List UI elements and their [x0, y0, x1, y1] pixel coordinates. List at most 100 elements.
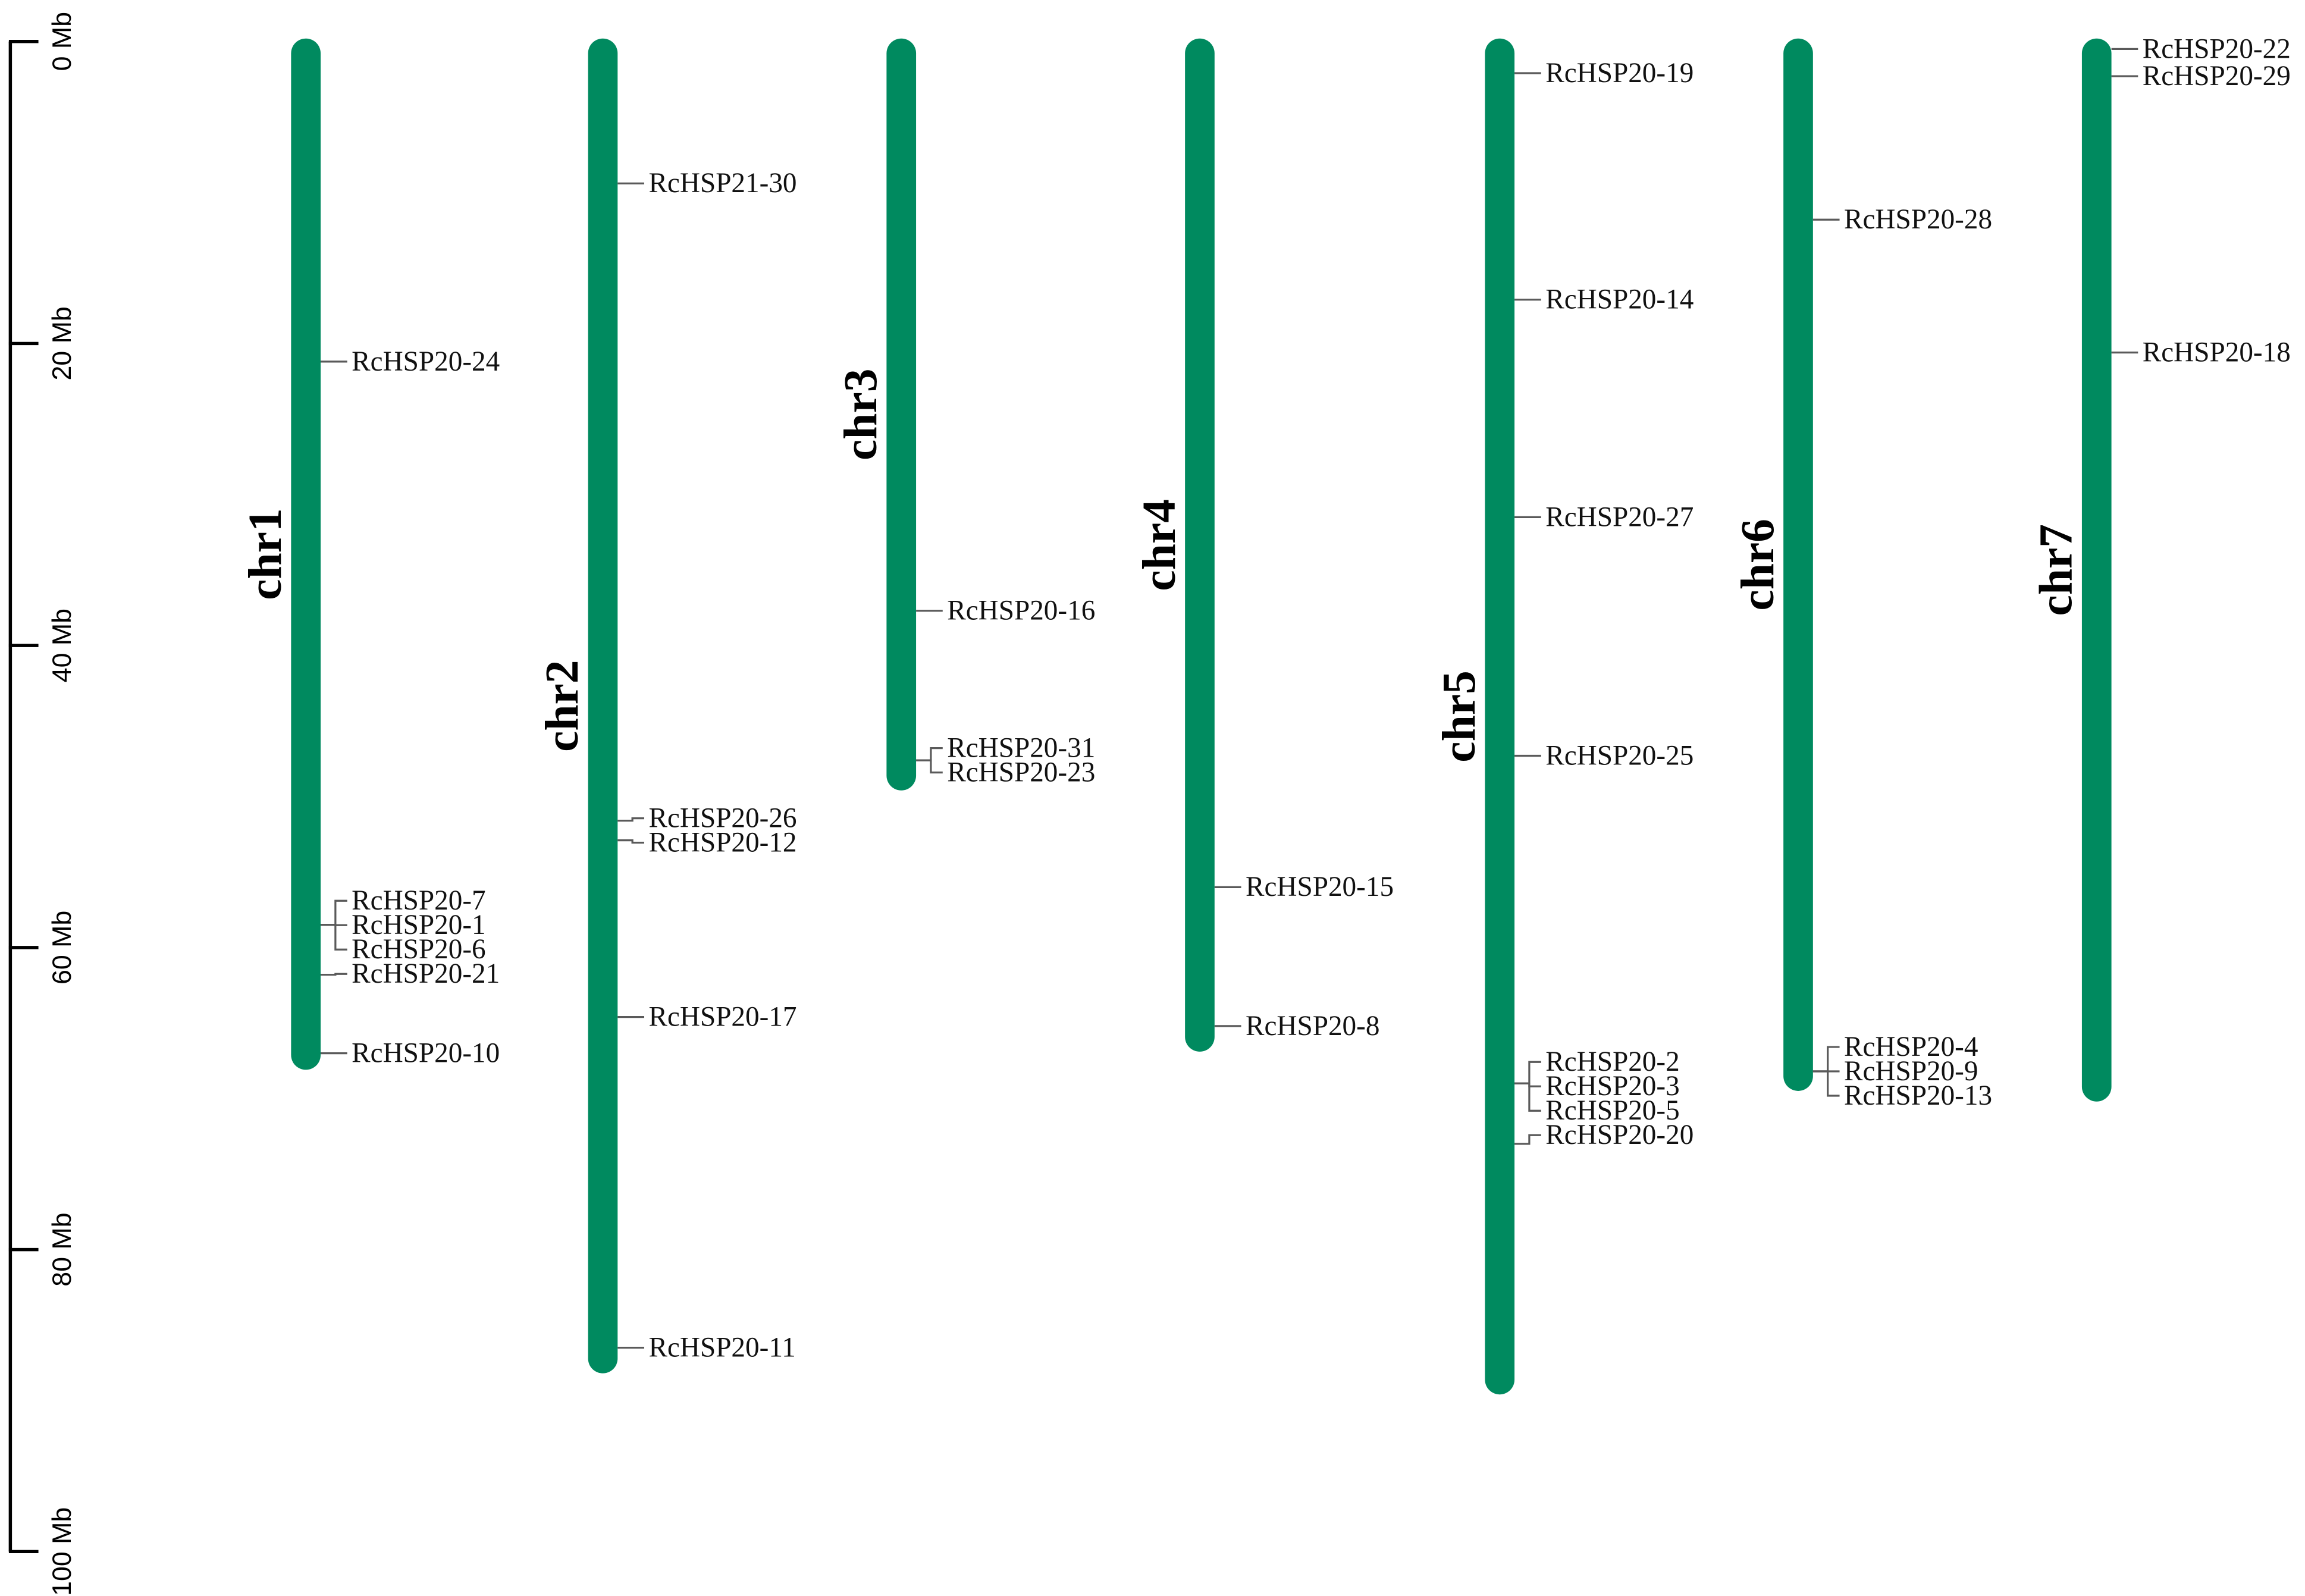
- scale-tick-label: 0 Mb: [48, 12, 77, 71]
- chromosome-bar: [588, 38, 618, 1374]
- gene-connector-line: [1812, 1070, 1840, 1097]
- gene-marker: RcHSP20-26: [617, 803, 797, 834]
- gene-label: RcHSP20-7: [352, 885, 485, 916]
- chromosome-label: chr6: [1732, 519, 1784, 610]
- scale-tick-label: 60 Mb: [48, 911, 77, 984]
- chromosome-bar: [2081, 38, 2112, 1102]
- gene-marker: RcHSP20-3: [1514, 1071, 1680, 1102]
- gene-label: RcHSP20-31: [947, 733, 1095, 764]
- gene-label: RcHSP20-11: [648, 1332, 795, 1363]
- chromosome-chr2: chr2 RcHSP21-30RcHSP20-26RcHSP20-12RcHSP2…: [536, 38, 797, 1374]
- gene-marker: RcHSP20-9: [1812, 1056, 1978, 1087]
- chromosome-bar: [1185, 38, 1215, 1052]
- gene-label: RcHSP20-10: [352, 1037, 500, 1068]
- gene-marker: RcHSP20-8: [1214, 1011, 1379, 1042]
- chromosome-label: chr7: [2030, 524, 2083, 616]
- gene-label: RcHSP20-25: [1545, 740, 1694, 771]
- gene-label: RcHSP20-3: [1545, 1071, 1679, 1102]
- gene-label: RcHSP20-26: [648, 803, 796, 834]
- gene-connector-line: [1812, 1046, 1840, 1073]
- scale-tick-label: 100 Mb: [48, 1507, 77, 1596]
- gene-marker: RcHSP20-6: [321, 924, 486, 965]
- chromosomes: chr1RcHSP20-24RcHSP20-7RcHSP20-1RcHSP20-…: [239, 33, 2291, 1395]
- gene-label: RcHSP20-20: [1545, 1120, 1694, 1150]
- chromosome-chr1: chr1RcHSP20-24RcHSP20-7RcHSP20-1RcHSP20-…: [239, 38, 500, 1070]
- scale-tick-label: 20 Mb: [48, 306, 77, 380]
- chromosome-label: chr2: [536, 660, 588, 751]
- gene-connector-line: [321, 924, 347, 951]
- gene-marker: RcHSP21-30: [617, 168, 797, 199]
- gene-connector-line: [617, 817, 645, 822]
- gene-marker: RcHSP20-29: [2111, 61, 2291, 92]
- gene-label: RcHSP20-13: [1844, 1080, 1992, 1111]
- gene-label: RcHSP20-1: [352, 910, 485, 940]
- chromosome-bar: [291, 38, 321, 1070]
- gene-marker: RcHSP20-31: [916, 733, 1095, 764]
- chromosome-bar: [1485, 38, 1515, 1395]
- gene-marker: RcHSP20-25: [1514, 740, 1694, 771]
- gene-marker: RcHSP20-22: [2111, 33, 2291, 64]
- chromosome-label: chr5: [1433, 670, 1485, 762]
- gene-connector-line: [321, 899, 347, 926]
- gene-label: RcHSP20-12: [648, 827, 796, 858]
- gene-label: RcHSP20-27: [1545, 501, 1694, 532]
- gene-label: RcHSP20-17: [648, 1002, 796, 1033]
- chromosome-label: chr3: [835, 369, 887, 460]
- gene-label: RcHSP20-22: [2143, 33, 2291, 64]
- gene-marker: RcHSP20-16: [916, 595, 1095, 626]
- gene-label: RcHSP20-6: [352, 934, 485, 965]
- scale-tick-label: 80 Mb: [48, 1212, 77, 1286]
- gene-marker: RcHSP20-12: [617, 827, 797, 858]
- gene-label: RcHSP20-28: [1844, 204, 1992, 235]
- gene-marker: RcHSP20-7: [321, 885, 486, 926]
- gene-label: RcHSP20-23: [947, 757, 1095, 788]
- gene-label: RcHSP20-15: [1246, 871, 1394, 902]
- gene-label: RcHSP20-8: [1246, 1011, 1379, 1042]
- gene-marker: RcHSP20-13: [1812, 1070, 1992, 1111]
- gene-marker: RcHSP20-15: [1214, 871, 1394, 902]
- scale-tick-label: 40 Mb: [48, 609, 77, 682]
- gene-label: RcHSP20-16: [947, 595, 1095, 626]
- chromosome-bar: [886, 38, 917, 791]
- gene-marker: RcHSP20-11: [617, 1332, 796, 1363]
- chromosome-label: chr4: [1133, 499, 1186, 591]
- gene-label: RcHSP20-29: [2143, 61, 2291, 92]
- gene-label: RcHSP20-4: [1844, 1031, 1978, 1062]
- gene-connector-line: [916, 759, 943, 774]
- gene-label: RcHSP21-30: [648, 168, 796, 199]
- gene-marker: RcHSP20-5: [1514, 1082, 1680, 1126]
- gene-marker: RcHSP20-14: [1514, 284, 1694, 315]
- chromosome-label: chr1: [239, 508, 291, 600]
- gene-marker: RcHSP20-19: [1514, 58, 1694, 89]
- gene-marker: RcHSP20-18: [2111, 337, 2291, 368]
- chromosome-chr6: chr6 RcHSP20-28RcHSP20-4RcHSP20-9RcHSP20-…: [1732, 38, 1992, 1111]
- gene-connector-line: [1514, 1082, 1541, 1112]
- scale-axis: 0 Mb 20 Mb 40 Mb 60 Mb 80 Mb 100 Mb: [8, 12, 77, 1596]
- gene-marker: RcHSP20-21: [321, 958, 500, 989]
- gene-marker: RcHSP20-10: [321, 1037, 500, 1068]
- gene-connector-line: [916, 747, 943, 761]
- gene-label: RcHSP20-18: [2143, 337, 2291, 368]
- gene-label: RcHSP20-24: [352, 346, 500, 377]
- gene-label: RcHSP20-2: [1545, 1046, 1679, 1077]
- gene-marker: RcHSP20-27: [1514, 501, 1694, 532]
- chromosome-bar: [1783, 38, 1813, 1091]
- gene-marker: RcHSP20-2: [1514, 1046, 1680, 1084]
- gene-marker: RcHSP20-20: [1514, 1120, 1694, 1150]
- gene-label: RcHSP20-14: [1545, 284, 1694, 315]
- gene-connector-line: [617, 839, 645, 844]
- gene-label: RcHSP20-9: [1844, 1056, 1978, 1087]
- gene-label: RcHSP20-19: [1545, 58, 1694, 89]
- gene-connector-line: [1514, 1134, 1541, 1145]
- gene-marker: RcHSP20-28: [1812, 204, 1992, 235]
- gene-marker: RcHSP20-17: [617, 1002, 797, 1033]
- gene-label: RcHSP20-5: [1545, 1095, 1679, 1126]
- gene-connector-line: [1514, 1061, 1541, 1084]
- gene-marker: RcHSP20-24: [321, 346, 500, 377]
- gene-marker: RcHSP20-23: [916, 757, 1095, 788]
- gene-label: RcHSP20-21: [352, 958, 500, 989]
